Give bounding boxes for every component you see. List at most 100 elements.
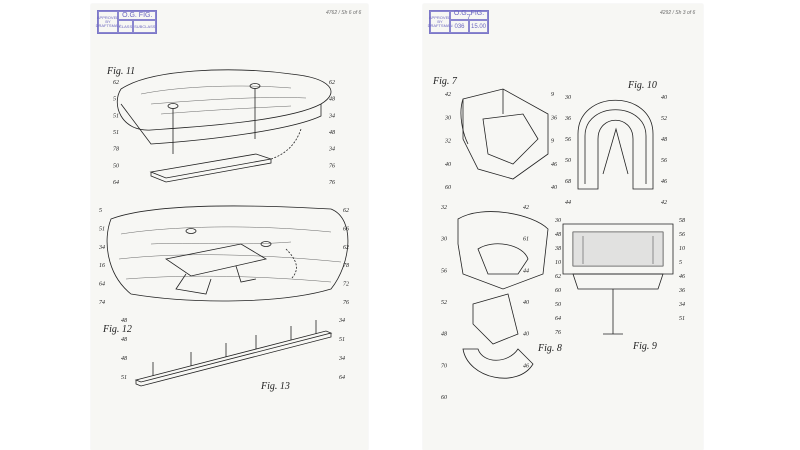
fig-label: Fig. 8: [537, 343, 562, 354]
reference-numeral: 5: [679, 260, 682, 266]
reference-numeral: 64: [339, 374, 345, 381]
reference-numeral: 34: [98, 244, 105, 251]
fig-label: Fig. 11: [106, 66, 135, 77]
reference-numeral: 48: [121, 336, 127, 343]
stamp-approved: APPROVED BY DRAFTSMAN: [428, 11, 452, 33]
corner-note: 4292 / Sh 3 of 6: [660, 10, 696, 16]
fig-label: Fig. 9: [632, 341, 657, 352]
approval-stamp: APPROVED BY DRAFTSMAN O.G. FIG. CLASS SU…: [96, 10, 157, 34]
reference-numeral: 40: [523, 331, 529, 338]
reference-numeral: 76: [329, 180, 335, 186]
reference-numeral: 48: [121, 317, 127, 324]
approval-stamp: APPROVED BY DRAFTSMAN O.G. FIG. 7 036 15…: [428, 10, 489, 34]
reference-numeral: 40: [551, 184, 557, 191]
reference-numeral: 30: [554, 218, 561, 224]
reference-numeral: 9: [551, 92, 554, 98]
reference-numeral: 10: [679, 246, 685, 252]
reference-numeral: 50: [113, 163, 119, 169]
stamp-og-fig: O.G. FIG. 7: [450, 10, 488, 21]
stamp-subclass: SUBCLASS: [133, 20, 157, 33]
reference-numeral: 62: [329, 80, 335, 86]
figures-7-8-9-10: Fig. 7 Fig. 10 Fig. 8 Fig. 9 42 9 30 36 32 9 4…: [432, 76, 685, 401]
reference-numeral: 32: [440, 205, 447, 211]
reference-numeral: 51: [121, 375, 127, 381]
reference-numeral: 36: [678, 288, 685, 294]
reference-numeral: 52: [441, 300, 447, 306]
reference-numeral: 48: [121, 355, 127, 362]
reference-numeral: 30: [444, 115, 451, 121]
reference-numeral: 46: [679, 273, 685, 280]
reference-numeral: 5: [99, 208, 102, 214]
reference-numeral: 34: [328, 146, 335, 153]
reference-numeral: 51: [113, 130, 119, 136]
reference-numeral: 42: [445, 91, 451, 98]
reference-numeral: 36: [550, 115, 557, 121]
stamp-class: 036: [450, 20, 469, 33]
reference-numeral: 48: [555, 231, 561, 238]
reference-numeral: 44: [523, 267, 529, 274]
reference-numeral: 5: [113, 97, 116, 103]
reference-numeral: 46: [523, 362, 529, 369]
reference-numeral: 42: [523, 204, 529, 211]
reference-numeral: 76: [343, 300, 349, 306]
reference-numeral: 30: [440, 237, 447, 243]
stamp-class-value: 036: [454, 23, 465, 30]
reference-numeral: 56: [661, 158, 667, 164]
reference-numeral: 56: [441, 268, 447, 274]
reference-numeral: 48: [441, 331, 447, 338]
reference-numeral: 40: [523, 299, 529, 306]
reference-numeral: 30: [564, 95, 571, 101]
reference-numeral: 64: [555, 315, 561, 322]
fig-label: Fig. 7: [432, 76, 458, 87]
patent-drawing-sheet-left: APPROVED BY DRAFTSMAN O.G. FIG. CLASS SU…: [91, 4, 368, 450]
reference-numeral: 9: [551, 139, 554, 145]
stamp-og-fig: O.G. FIG.: [118, 11, 157, 20]
reference-numeral: 32: [444, 139, 451, 145]
reference-numeral: 10: [555, 260, 561, 266]
reference-numeral: 60: [445, 185, 451, 191]
reference-numeral: 76: [329, 163, 335, 169]
stamp-approved: APPROVED BY DRAFTSMAN: [96, 11, 120, 33]
reference-numeral: 62: [113, 80, 119, 86]
reference-numeral: 34: [678, 301, 685, 308]
reference-numeral: 62: [555, 274, 561, 280]
reference-numeral: 34: [328, 112, 335, 119]
reference-numeral: 52: [661, 116, 667, 122]
reference-numeral: 40: [445, 161, 451, 168]
reference-numeral: 78: [343, 263, 349, 269]
reference-numeral: 42: [661, 199, 667, 206]
reference-numeral: 50: [555, 302, 561, 308]
corner-note: 4762 / Sh 6 of 6: [326, 10, 362, 16]
reference-numeral: 74: [99, 299, 105, 306]
reference-numeral: 51: [99, 226, 105, 232]
patent-drawing-sheet-right: APPROVED BY DRAFTSMAN O.G. FIG. 7 036 15…: [423, 4, 703, 450]
reference-numeral: 48: [329, 129, 335, 136]
reference-numeral: 62: [343, 245, 349, 251]
stamp-subclass-value: 15.00: [470, 23, 486, 30]
reference-numeral: 34: [338, 355, 345, 362]
reference-numeral: 66: [343, 226, 349, 232]
reference-numeral: 48: [329, 96, 335, 103]
reference-numeral: 51: [679, 316, 685, 322]
reference-numeral: 62: [343, 208, 349, 214]
reference-numeral: 46: [661, 178, 667, 185]
reference-numeral: 48: [661, 136, 667, 143]
reference-numeral: 50: [565, 158, 571, 164]
reference-numeral: 60: [555, 288, 561, 294]
fig-label: Fig. 13: [260, 381, 290, 392]
reference-numeral: 70: [441, 363, 447, 369]
reference-numeral: 46: [551, 161, 557, 168]
reference-numeral: 51: [339, 337, 345, 343]
reference-numeral: 16: [99, 263, 105, 269]
reference-numeral: 36: [564, 116, 571, 122]
reference-numeral: 51: [113, 113, 119, 119]
fig-label: Fig. 10: [627, 80, 657, 91]
reference-numeral: 61: [523, 237, 529, 243]
reference-numeral: 34: [338, 317, 345, 324]
reference-numeral: 58: [679, 218, 685, 224]
stamp-subclass: 15.00: [469, 20, 488, 33]
stamp-class: CLASS: [118, 20, 134, 33]
reference-numeral: 44: [565, 199, 571, 206]
reference-numeral: 72: [343, 282, 349, 288]
